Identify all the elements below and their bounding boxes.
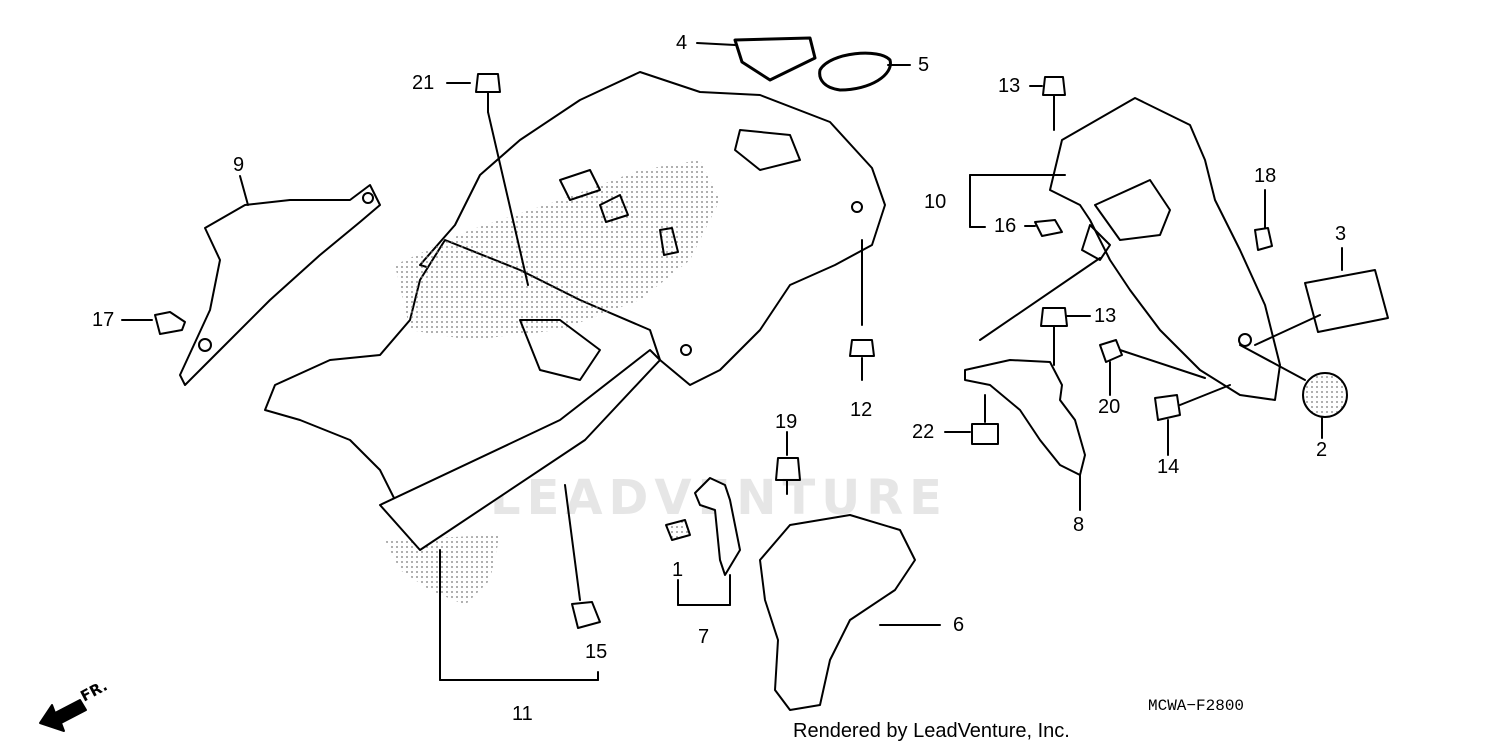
callout-16: 16 — [994, 215, 1017, 237]
callout-11: 11 — [512, 703, 533, 725]
callout-8: 8 — [1073, 514, 1085, 536]
part-18 — [1254, 227, 1273, 251]
bracket-part-9 — [179, 175, 381, 386]
bolt-part-17 — [121, 311, 186, 335]
callout-12: 12 — [850, 399, 873, 421]
front-arrow-icon — [39, 699, 87, 732]
reflector-part-2 — [1239, 344, 1348, 439]
callout-10: 10 — [924, 191, 947, 213]
callout-20: 20 — [1098, 396, 1121, 418]
inner-fender-part — [264, 71, 886, 681]
callout-13-mid: 13 — [1094, 305, 1117, 327]
callout-14: 14 — [1157, 456, 1180, 478]
callout-15: 15 — [585, 641, 608, 663]
callout-3: 3 — [1335, 223, 1347, 245]
bolt-part-13-top — [1029, 76, 1066, 131]
bracket-part-8 — [964, 359, 1086, 511]
rear-fender-part — [969, 97, 1281, 401]
reflector-part-3 — [1254, 247, 1389, 346]
callout-4: 4 — [676, 32, 688, 54]
callout-21: 21 — [412, 72, 435, 94]
bolt-part-21 — [446, 73, 529, 286]
callout-13-top: 13 — [998, 75, 1021, 97]
seal-part-5 — [818, 51, 892, 92]
callout-19: 19 — [775, 411, 798, 433]
bolt-part-12 — [849, 239, 875, 381]
callout-5: 5 — [918, 54, 930, 76]
bolt-part-22 — [944, 394, 999, 445]
cover-part-6 — [759, 514, 941, 711]
callout-22: 22 — [912, 421, 935, 443]
callout-7: 7 — [698, 626, 710, 648]
callout-9: 9 — [233, 154, 245, 176]
render-credit: Rendered by LeadVenture, Inc. — [793, 720, 1070, 742]
callout-17: 17 — [92, 309, 115, 331]
callout-18: 18 — [1254, 165, 1277, 187]
grommet-part-20 — [1099, 339, 1123, 363]
bolt-part-13-mid — [1040, 307, 1091, 366]
callout-1: 1 — [672, 559, 684, 581]
bolt-part-19 — [775, 431, 801, 495]
grommet-part-14 — [1154, 394, 1181, 421]
diagram-code: MCWA−F2800 — [1148, 697, 1245, 715]
callout-6: 6 — [953, 614, 965, 636]
callout-2: 2 — [1316, 439, 1328, 461]
seal-part-4 — [733, 36, 817, 82]
bracket-part-7 — [665, 477, 741, 606]
